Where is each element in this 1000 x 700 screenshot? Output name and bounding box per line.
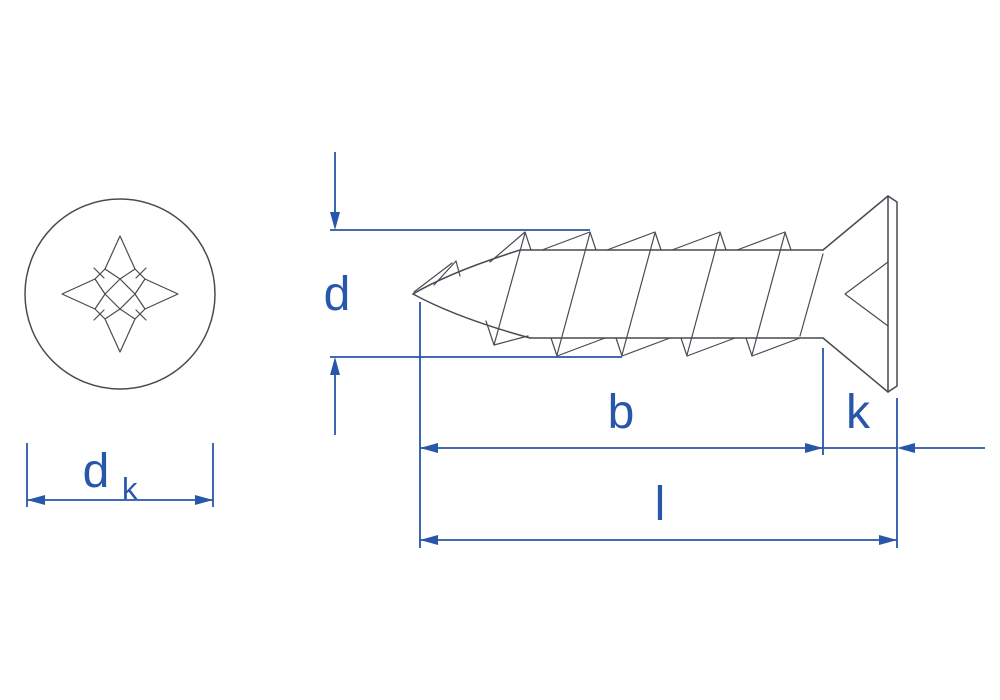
head-recess-profile (844, 261, 889, 327)
thread-tooth-top (541, 231, 597, 251)
thread-crest-line (556, 232, 591, 356)
recess-notch-ne (134, 268, 146, 280)
label-head-height: k (846, 386, 871, 439)
head-cone-bottom (822, 337, 889, 393)
arrowhead-left (420, 535, 438, 545)
head-face-outer (887, 195, 898, 393)
screw-head-top-view (24, 198, 216, 390)
label-overall-length: l (655, 478, 666, 531)
thread-crest-line (799, 253, 824, 337)
dimension-overall-length-l: l (420, 478, 897, 545)
head-cone-top (822, 195, 889, 251)
dimension-head-height-k: k (823, 386, 985, 548)
label-head-diameter-d: d (83, 445, 110, 498)
recess-notch-nw (94, 268, 106, 280)
dimension-head-diameter-dk: d k (26, 443, 214, 507)
thread-tooth-top (489, 231, 532, 263)
recess-tick-sw (93, 309, 105, 321)
recess-tick-ne (135, 267, 147, 279)
dimension-thread-diameter-d: d (324, 152, 622, 435)
label-head-diameter-k-sub: k (122, 471, 138, 506)
arrowhead-right (879, 535, 897, 545)
thread-tooth-bottom (550, 337, 606, 357)
thread-tooth-bottom (680, 337, 736, 357)
arrowhead-up (330, 357, 340, 375)
thread-tooth-top (671, 231, 727, 251)
recess-arm-left (61, 278, 106, 310)
thread-tooth-bottom (615, 337, 671, 357)
arrowhead-down (330, 212, 340, 230)
thread-tooth-top (433, 260, 461, 286)
recess-arm-bottom (104, 308, 136, 353)
recess-notch-sw (94, 308, 106, 320)
recess-center-diamond (104, 278, 136, 310)
arrowhead-right (195, 495, 213, 505)
recess-arm-right (134, 278, 179, 310)
head-outline-circle (24, 198, 216, 390)
dimension-thread-length-b: b (419, 302, 824, 548)
thread-crest-line (686, 232, 721, 356)
label-thread-length: b (608, 386, 635, 439)
tip-taper-bottom (412, 293, 531, 339)
recess-arm-top (104, 235, 136, 280)
thread-crest-line (493, 232, 526, 346)
screw-side-view (412, 195, 898, 393)
thread-crest-line (413, 262, 453, 293)
thread-tooth-bottom (485, 320, 529, 346)
thread-crest-line (751, 232, 786, 356)
arrowhead-left-outside (897, 443, 915, 453)
recess-tick-nw (93, 267, 105, 279)
thread-tooth-top (606, 231, 662, 251)
recess-tick-se (135, 309, 147, 321)
label-thread-diameter: d (324, 268, 351, 321)
arrowhead-right (805, 443, 823, 453)
thread-tooth-top (736, 231, 792, 251)
arrowhead-left (420, 443, 438, 453)
tip-taper-top (412, 249, 521, 295)
recess-notch-se (134, 308, 146, 320)
thread-tooth-bottom (745, 337, 801, 357)
thread-crest-line (621, 232, 656, 356)
arrowhead-left (27, 495, 45, 505)
